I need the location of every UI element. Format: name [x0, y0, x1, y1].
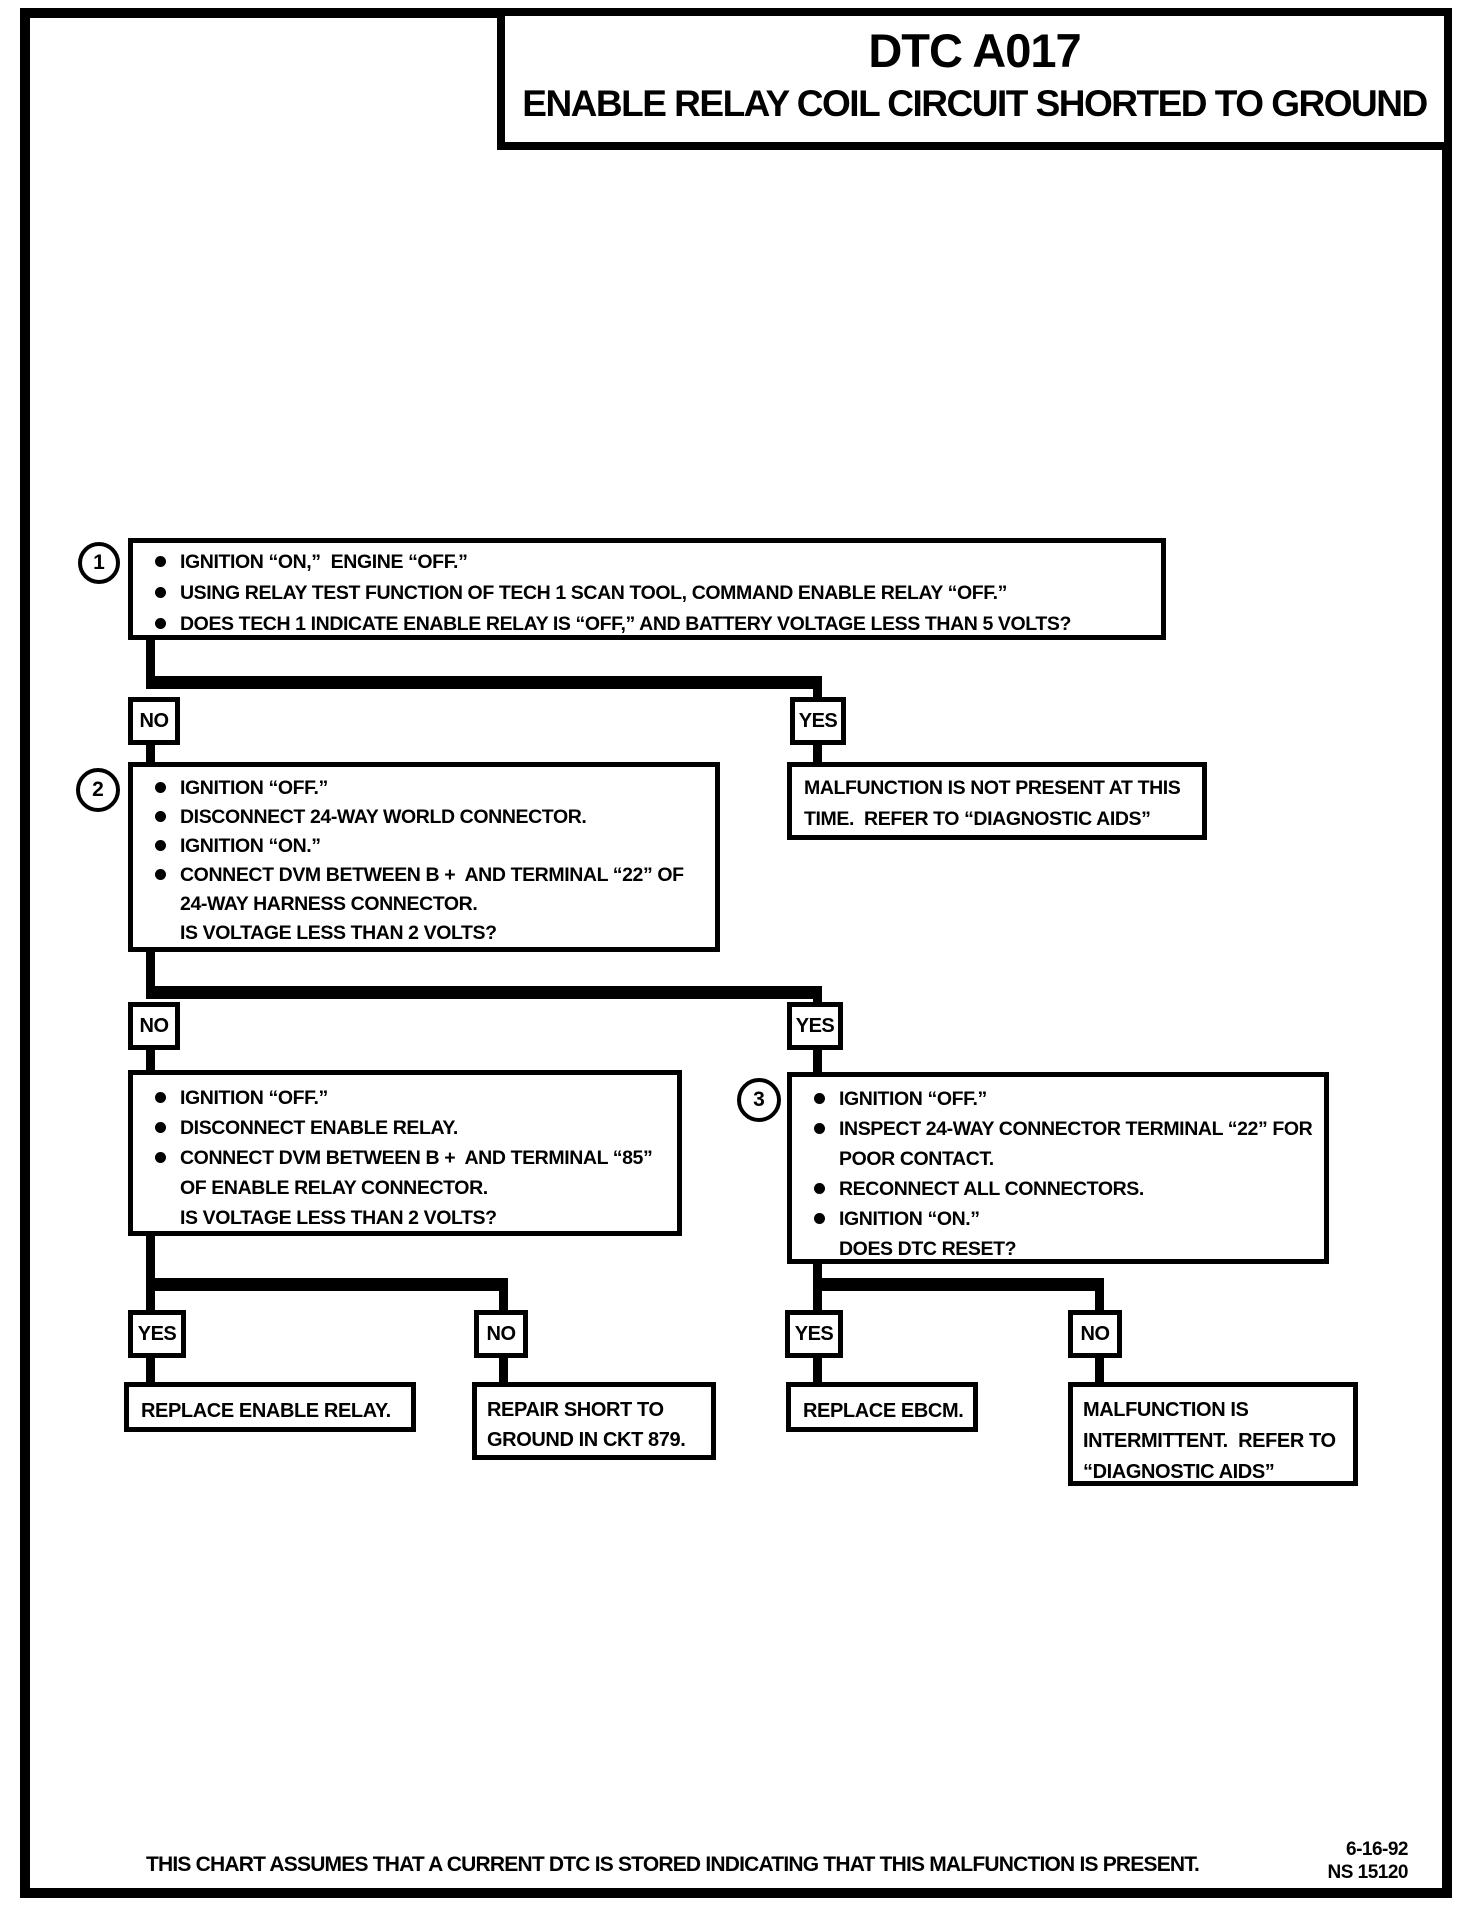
step-3-question: DOES DTC RESET?: [839, 1238, 1017, 1260]
connector-line: [813, 687, 822, 701]
result-repair-short: REPAIR SHORT TO GROUND IN CKT 879.: [472, 1382, 716, 1460]
malfunction-not-present-text: MALFUNCTION IS NOT PRESENT AT THIS TIME.…: [804, 777, 1186, 830]
step-1-bullet: DOES TECH 1 INDICATE ENABLE RELAY IS “OF…: [180, 613, 1072, 635]
bullet-icon: [155, 840, 166, 851]
result-replace-ebcm: REPLACE EBCM.: [786, 1382, 978, 1432]
connector-line: [499, 1356, 508, 1384]
title-block: DTC A017 ENABLE RELAY COIL CIRCUIT SHORT…: [497, 8, 1452, 150]
bullet-icon: [155, 556, 166, 567]
connector-line: [813, 996, 822, 1006]
branch-no-1: NO: [128, 697, 180, 745]
connector-line: [813, 1289, 822, 1312]
step-1-box: IGNITION “ON,” ENGINE “OFF.” USING RELAY…: [128, 538, 1166, 640]
footer-id-block: 6-16-92 NS 15120: [1286, 1838, 1408, 1884]
connector-line: [146, 1289, 155, 1312]
connector-line: [499, 1289, 508, 1312]
connector-line: [813, 1278, 1104, 1291]
branch-yes-2: YES: [787, 1002, 843, 1050]
connector-line: [1095, 1289, 1104, 1312]
bullet-spacer: [814, 1243, 825, 1254]
step-3-bullet: IGNITION “OFF.”: [839, 1088, 987, 1110]
connector-line: [146, 1278, 508, 1291]
step-3-bullet: INSPECT 24-WAY CONNECTOR TERMINAL “22” F…: [839, 1118, 1318, 1170]
branch-no-3-left: NO: [474, 1310, 528, 1358]
dtc-code-title: DTC A017: [868, 24, 1081, 77]
step-2-box: IGNITION “OFF.” DISCONNECT 24-WAY WORLD …: [128, 762, 720, 952]
step-2-question: IS VOLTAGE LESS THAN 2 VOLTS?: [180, 922, 497, 944]
connector-line: [146, 1048, 155, 1072]
branch-no-2: NO: [128, 1002, 180, 1050]
connector-line: [813, 743, 822, 764]
connector-line: [1095, 1356, 1104, 1384]
connector-line: [146, 743, 155, 764]
footer-date: 6-16-92: [1346, 1839, 1409, 1860]
branch-yes-3-right: YES: [785, 1310, 843, 1358]
result-text: MALFUNCTION IS INTERMITTENT. REFER TO “D…: [1083, 1399, 1341, 1483]
step-2-number-badge: 2: [76, 768, 120, 812]
bullet-icon: [155, 1122, 166, 1133]
step-2-bullet: CONNECT DVM BETWEEN B + AND TERMINAL “22…: [180, 864, 689, 915]
relay-test-bullet: IGNITION “OFF.”: [180, 1087, 328, 1109]
branch-yes-1: YES: [790, 697, 846, 745]
enable-relay-test-box: IGNITION “OFF.” DISCONNECT ENABLE RELAY.…: [128, 1070, 682, 1236]
bullet-spacer: [155, 1212, 166, 1223]
connector-line: [813, 1356, 822, 1384]
relay-test-question: IS VOLTAGE LESS THAN 2 VOLTS?: [180, 1207, 497, 1229]
bullet-icon: [155, 618, 166, 629]
connector-line: [146, 1234, 155, 1280]
branch-yes-3-left: YES: [128, 1310, 186, 1358]
result-text: REPLACE ENABLE RELAY.: [141, 1400, 391, 1422]
bullet-icon: [155, 782, 166, 793]
relay-test-bullet: CONNECT DVM BETWEEN B + AND TERMINAL “85…: [180, 1147, 658, 1199]
step-2-bullet: IGNITION “OFF.”: [180, 777, 328, 799]
bullet-icon: [814, 1213, 825, 1224]
footer-doc-number: NS 15120: [1327, 1862, 1408, 1883]
bullet-icon: [814, 1123, 825, 1134]
result-text: REPAIR SHORT TO GROUND IN CKT 879.: [487, 1399, 686, 1451]
relay-test-bullet: DISCONNECT ENABLE RELAY.: [180, 1117, 458, 1139]
connector-line: [146, 1356, 155, 1384]
connector-line: [813, 1048, 822, 1074]
step-1-bullet: IGNITION “ON,” ENGINE “OFF.”: [180, 551, 468, 573]
page-border: [20, 8, 1452, 1898]
bullet-icon: [155, 811, 166, 822]
connector-line: [146, 676, 822, 689]
step-2-bullet: DISCONNECT 24-WAY WORLD CONNECTOR.: [180, 806, 587, 828]
bullet-icon: [155, 587, 166, 598]
bullet-spacer: [155, 927, 166, 938]
step-1-bullet: USING RELAY TEST FUNCTION OF TECH 1 SCAN…: [180, 582, 1008, 604]
step-1-number-badge: 1: [78, 542, 120, 584]
step-3-bullet: RECONNECT ALL CONNECTORS.: [839, 1178, 1144, 1200]
connector-line: [146, 638, 155, 684]
bullet-icon: [155, 869, 166, 880]
branch-no-3-right: NO: [1068, 1310, 1122, 1358]
dtc-description-title: ENABLE RELAY COIL CIRCUIT SHORTED TO GRO…: [522, 83, 1428, 124]
result-malfunction-intermittent: MALFUNCTION IS INTERMITTENT. REFER TO “D…: [1068, 1382, 1358, 1486]
footer-note: THIS CHART ASSUMES THAT A CURRENT DTC IS…: [146, 1853, 1200, 1876]
bullet-icon: [814, 1093, 825, 1104]
connector-line: [813, 1262, 822, 1280]
step-3-box: IGNITION “OFF.” INSPECT 24-WAY CONNECTOR…: [787, 1072, 1329, 1264]
connector-line: [146, 986, 822, 999]
malfunction-not-present-box: MALFUNCTION IS NOT PRESENT AT THIS TIME.…: [787, 762, 1207, 840]
result-replace-enable-relay: REPLACE ENABLE RELAY.: [124, 1382, 416, 1432]
bullet-icon: [155, 1092, 166, 1103]
bullet-icon: [155, 1152, 166, 1163]
result-text: REPLACE EBCM.: [803, 1400, 964, 1422]
bullet-icon: [814, 1183, 825, 1194]
step-3-bullet: IGNITION “ON.”: [839, 1208, 980, 1230]
step-3-number-badge: 3: [737, 1078, 781, 1122]
connector-line: [146, 948, 155, 988]
step-2-bullet: IGNITION “ON.”: [180, 835, 321, 857]
